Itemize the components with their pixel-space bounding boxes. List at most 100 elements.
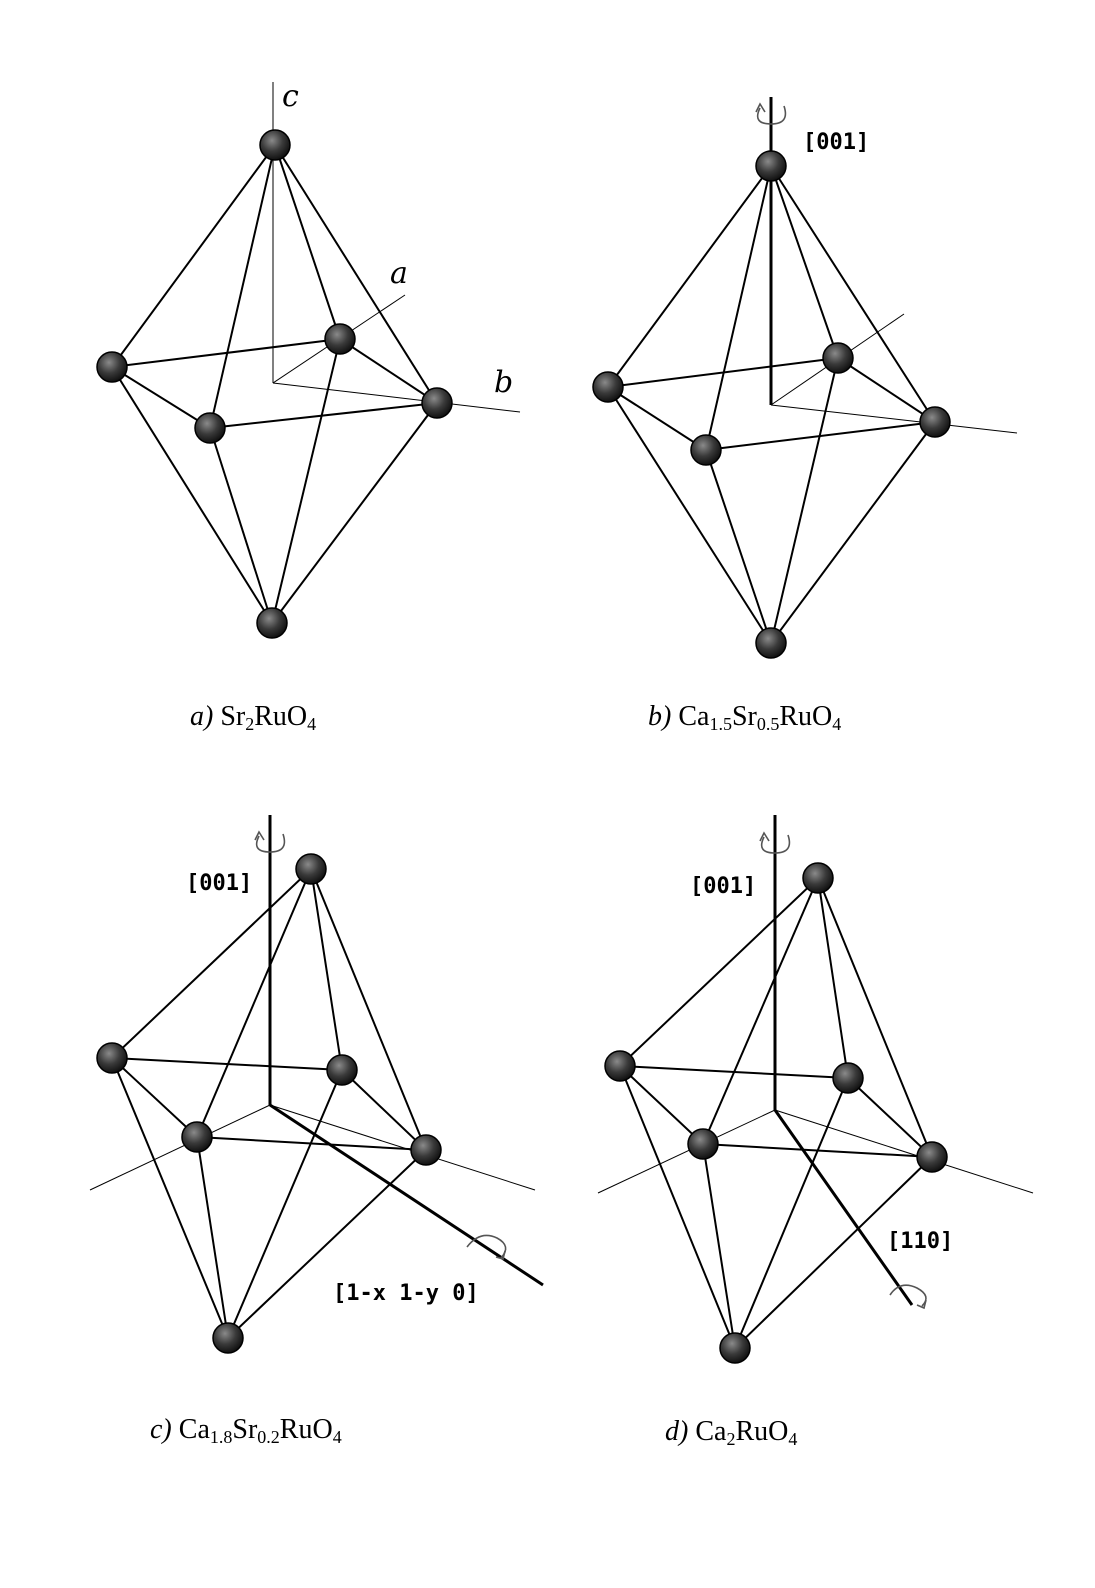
- bond: [111, 868, 312, 1059]
- bond: [271, 338, 341, 624]
- rotation-arrow-icon: [255, 833, 286, 853]
- axis-b: [770, 404, 1018, 434]
- caption-letter: c): [150, 1414, 172, 1445]
- sphere-icon: [592, 371, 624, 403]
- bond: [817, 877, 849, 1079]
- axis-b: [269, 1104, 536, 1191]
- caption-a: a) Sr2RuO4: [190, 701, 316, 734]
- caption-letter: b): [648, 701, 671, 732]
- sphere-icon: [690, 434, 722, 466]
- sphere-icon: [326, 1054, 358, 1086]
- rotation-arrow-icon: [756, 105, 787, 125]
- bond: [702, 877, 819, 1145]
- sphere-icon: [181, 1121, 213, 1153]
- axes: [89, 815, 544, 1287]
- bond: [619, 877, 819, 1067]
- bond: [111, 366, 273, 624]
- sphere-icon: [212, 1322, 244, 1354]
- bond: [209, 402, 438, 429]
- bond: [619, 1065, 849, 1079]
- bonds: [111, 144, 438, 624]
- bond: [705, 165, 772, 451]
- direction-label-1-x-1-y-0: [1-x 1-y 0]: [333, 1281, 479, 1306]
- rotation-arrow-icon: [495, 1250, 506, 1260]
- rotation-arrow-icon: [755, 102, 766, 113]
- bond: [770, 165, 839, 359]
- sphere-icon: [822, 342, 854, 374]
- rotation-arrow-icon: [254, 830, 265, 841]
- sphere-icon: [256, 607, 288, 639]
- bond: [209, 427, 273, 624]
- bond: [705, 421, 936, 451]
- bond: [770, 357, 839, 644]
- sphere-icon: [421, 387, 453, 419]
- panel-b: [001] b) Ca1.5Sr0.5RuO4: [592, 97, 1018, 734]
- sphere-icon: [96, 1042, 128, 1074]
- bond: [271, 402, 438, 624]
- sphere-icon: [410, 1134, 442, 1166]
- bond: [341, 1069, 427, 1151]
- sphere-icon: [687, 1128, 719, 1160]
- bonds: [619, 877, 933, 1349]
- caption-c: c) Ca1.8Sr0.2RuO4: [150, 1414, 342, 1447]
- bond: [274, 144, 341, 340]
- axis-a: [597, 1109, 776, 1194]
- bonds: [111, 868, 427, 1339]
- rotation-arrow-icon: [916, 1299, 927, 1310]
- sphere-icon: [755, 627, 787, 659]
- bond: [310, 868, 427, 1151]
- bond: [209, 144, 276, 429]
- axis-110: [773, 1109, 914, 1306]
- bonds: [607, 165, 936, 644]
- bond: [607, 165, 772, 388]
- bond: [339, 338, 438, 404]
- bond: [770, 165, 936, 423]
- bond: [619, 1065, 704, 1145]
- sphere-icon: [755, 150, 787, 182]
- direction-label-110: [110]: [887, 1229, 953, 1254]
- axis-a: [89, 1104, 271, 1191]
- sphere-icon: [802, 862, 834, 894]
- caption-letter: a): [190, 701, 213, 732]
- bond: [847, 1077, 933, 1158]
- rotation-arrow-icon: [759, 831, 770, 842]
- panel-c: [001] [1-x 1-y 0] c) Ca1.: [89, 815, 544, 1447]
- bond: [607, 386, 772, 644]
- axis-1-x-1-y-0: [269, 1103, 544, 1287]
- bond: [227, 1149, 427, 1339]
- caption-letter: d): [665, 1416, 688, 1447]
- sphere-icon: [832, 1062, 864, 1094]
- bond: [111, 366, 211, 429]
- bond: [196, 1136, 229, 1339]
- bond: [274, 144, 438, 404]
- bond: [227, 1069, 343, 1339]
- direction-label-001: [001]: [803, 130, 869, 155]
- sphere-icon: [604, 1050, 636, 1082]
- atoms: [592, 150, 951, 659]
- direction-label-001: [001]: [186, 871, 252, 896]
- atoms: [96, 853, 442, 1354]
- sphere-icon: [259, 129, 291, 161]
- bond: [607, 386, 707, 451]
- sphere-icon: [295, 853, 327, 885]
- bond: [705, 449, 772, 644]
- bond: [619, 1065, 736, 1349]
- bond: [817, 877, 933, 1158]
- sphere-icon: [96, 351, 128, 383]
- bond: [111, 1057, 343, 1071]
- bond: [837, 357, 936, 423]
- axis-label-c: c: [282, 79, 299, 114]
- axis-label-a: a: [390, 256, 408, 291]
- caption-d: d) Ca2RuO4: [665, 1416, 797, 1449]
- bond: [770, 421, 936, 644]
- atoms: [604, 862, 948, 1364]
- axes: [597, 815, 1034, 1306]
- bond: [734, 1156, 933, 1349]
- bond: [111, 338, 341, 368]
- bond: [702, 1143, 933, 1158]
- bond: [111, 1057, 229, 1339]
- panel-d: [001] [110] d) Ca2RuO4: [597, 815, 1034, 1449]
- bond: [111, 144, 276, 368]
- sphere-icon: [719, 1332, 751, 1364]
